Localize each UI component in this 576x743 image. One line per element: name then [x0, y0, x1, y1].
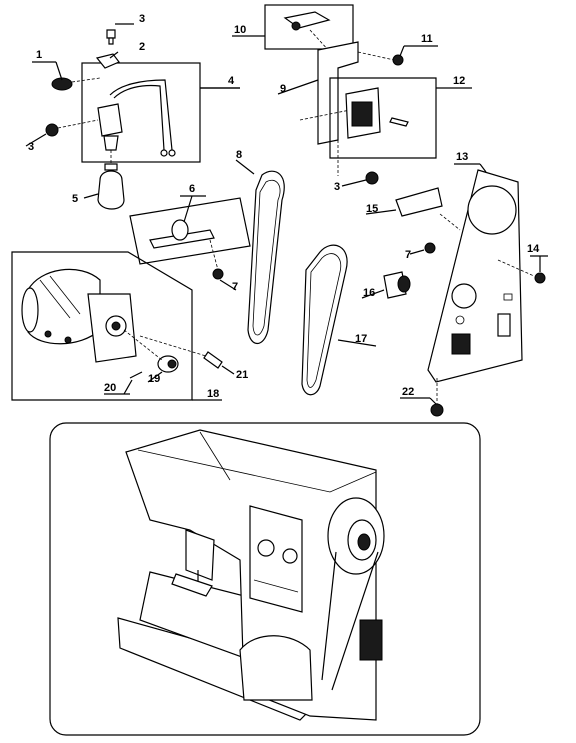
- motor-group: [11, 251, 223, 401]
- callout-17: 17: [355, 333, 367, 345]
- lamp-assembly-group: [45, 29, 240, 210]
- callout-18: 18: [207, 388, 219, 400]
- callout-13: 13: [456, 151, 468, 163]
- callout-7-right: 7: [405, 249, 411, 261]
- callout-4: 4: [228, 75, 235, 87]
- belts: [247, 170, 348, 396]
- callout-16: 16: [363, 287, 375, 299]
- callout-9: 9: [280, 83, 286, 95]
- bracket-group: [129, 197, 251, 280]
- callout-3-top: 3: [139, 13, 145, 25]
- callout-21: 21: [236, 369, 248, 381]
- callout-2: 2: [139, 41, 145, 53]
- callout-11: 11: [421, 33, 433, 45]
- callout-10: 10: [234, 24, 246, 36]
- callout-7-left: 7: [232, 281, 238, 293]
- callout-14: 14: [527, 243, 540, 255]
- control-bracket-group: [264, 4, 437, 185]
- side-cover-group: [383, 169, 546, 417]
- callout-5: 5: [72, 193, 78, 205]
- callout-3-left: 3: [28, 141, 34, 153]
- callout-6: 6: [189, 183, 195, 195]
- callout-1: 1: [36, 49, 42, 61]
- callout-15: 15: [366, 203, 378, 215]
- assembled-machine-inset: [49, 422, 481, 736]
- callouts: 1 2 3 3 3 4 5 6 7 7 8 9 10: [25, 13, 548, 405]
- callout-12: 12: [453, 75, 465, 87]
- callout-8: 8: [236, 149, 242, 161]
- callout-19: 19: [148, 373, 160, 385]
- callout-22: 22: [402, 386, 414, 398]
- callout-20: 20: [104, 382, 116, 394]
- callout-3-center: 3: [334, 181, 340, 193]
